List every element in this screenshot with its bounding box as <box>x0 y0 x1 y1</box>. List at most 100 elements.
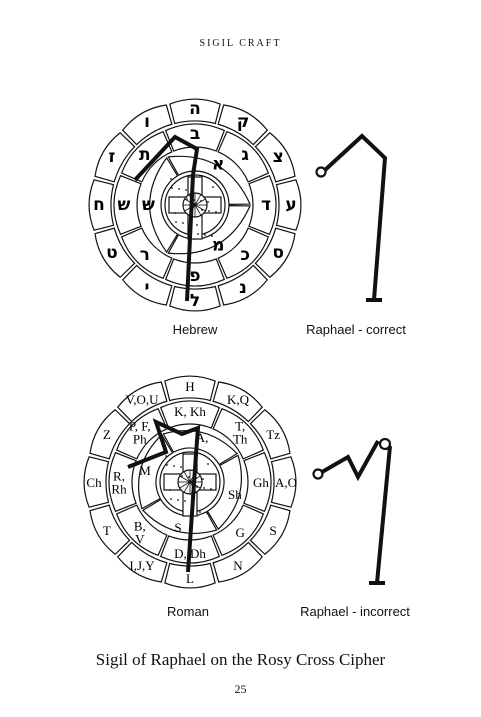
cross-dot <box>201 209 203 211</box>
rose-ray <box>194 204 206 212</box>
outer-petal <box>89 408 131 460</box>
outer-petal-letter: I,J,Y <box>129 558 155 573</box>
cross-dot <box>206 512 208 514</box>
inner-petal <box>206 454 243 531</box>
cross-dot <box>169 489 171 491</box>
middle-petal-letter: ר <box>140 245 150 265</box>
middle-petal <box>164 258 226 287</box>
rose-ray <box>183 471 191 483</box>
middle-petal <box>113 174 142 236</box>
cross-dot <box>180 466 182 468</box>
outer-petal <box>89 504 131 556</box>
middle-petal-letter: K, Kh <box>174 404 206 419</box>
rose-ray <box>194 198 206 206</box>
cross-dot <box>203 487 205 489</box>
cross-dot <box>202 478 204 480</box>
outer-petal <box>88 179 115 231</box>
cross-dot <box>170 498 172 500</box>
rose-ray <box>194 194 202 206</box>
outer-petal-letter: ל <box>190 291 200 311</box>
middle-petal-letter: ב <box>190 124 200 144</box>
cross-dot <box>196 224 198 226</box>
middle-petal <box>243 451 272 513</box>
roman-caption: Roman <box>167 604 209 619</box>
outer-petal <box>94 131 136 183</box>
outer-petal <box>121 264 173 306</box>
middle-petal <box>217 130 270 183</box>
middle-petal <box>120 227 173 280</box>
raphael-sigil-incorrect <box>312 437 392 585</box>
cross-dot <box>212 186 214 188</box>
middle-petal-letter: כ <box>240 245 250 265</box>
rose-ray <box>194 204 202 216</box>
middle-petal-letter: R, <box>113 469 125 484</box>
outer-petal-letter: Tz <box>266 427 280 442</box>
middle-petal <box>159 400 221 429</box>
middle-petal-letter: ד <box>261 195 271 215</box>
cross-dot <box>207 201 209 203</box>
middle-petal-letter: V <box>135 532 145 547</box>
outer-petal-letter: ע <box>285 195 296 215</box>
middle-petal-letter: ג <box>241 145 249 165</box>
outer-petal <box>217 104 269 146</box>
outer-petal <box>249 408 291 460</box>
outer-petal-letter: Z <box>103 427 111 442</box>
cross-dot <box>182 222 184 224</box>
outer-petal-letter: ס <box>272 243 284 263</box>
outer-petal-letter: ז <box>108 147 115 167</box>
middle-petal-letter: ש <box>118 195 131 215</box>
cross-dot <box>175 221 177 223</box>
inner-petal <box>149 156 179 254</box>
rose-ray <box>179 481 191 489</box>
outer-petal <box>212 381 264 423</box>
cross-dot <box>211 235 213 237</box>
outer-petal <box>94 227 136 279</box>
inner-petal <box>167 155 251 206</box>
raphael-sigil-correct <box>315 133 388 302</box>
middle-petal-letter: Ph <box>133 431 147 446</box>
cross-dot <box>181 475 183 477</box>
rose-ray <box>183 481 191 493</box>
outer-petal <box>270 456 297 508</box>
middle-petal-letter: P, F, <box>129 418 151 433</box>
cross-dot <box>173 465 175 467</box>
outer-petal-letter: נ <box>239 278 247 298</box>
outer-petal <box>217 264 269 306</box>
figure-caption: Sigil of Raphael on the Rosy Cross Ciphe… <box>95 650 386 669</box>
cross-dot <box>185 189 187 191</box>
middle-petal <box>164 123 226 152</box>
middle-petal-letter: פ <box>189 266 200 286</box>
middle-petal-letter: Gh <box>253 475 269 490</box>
outer-petal <box>249 504 291 556</box>
outer-petal-letter: V,O,U <box>126 392 160 407</box>
cross-dot <box>197 233 199 235</box>
outer-petal <box>121 104 173 146</box>
sigil-path <box>323 133 388 301</box>
cross-dot <box>166 464 168 466</box>
cross-dot <box>204 234 206 236</box>
middle-petal <box>217 227 270 280</box>
outer-petal <box>254 131 296 183</box>
cross-dot <box>196 486 198 488</box>
middle-petal-letter: Th <box>233 431 248 446</box>
cross-dot <box>199 511 201 513</box>
outer-petal-letter: ח <box>93 195 105 215</box>
sigil-loop <box>378 437 392 451</box>
outer-petal-letter: T <box>103 523 111 538</box>
outer-petal <box>116 541 168 583</box>
outer-petal <box>164 375 216 402</box>
sigil-descender <box>375 445 392 584</box>
outer-petal-letter: L <box>186 571 194 586</box>
outer-petal <box>83 456 110 508</box>
middle-petal-letter: B, <box>134 519 146 534</box>
cross-dot <box>170 178 172 180</box>
running-head: SIGIL CRAFT <box>199 38 282 49</box>
rose-ray <box>179 475 191 483</box>
cross-dot <box>200 200 202 202</box>
page-number: 25 <box>234 682 247 696</box>
sigil-overlay <box>127 418 201 573</box>
outer-petal-letter: Ch <box>86 475 102 490</box>
cross-dot <box>210 488 212 490</box>
inner-petal-letter: א <box>212 155 224 175</box>
